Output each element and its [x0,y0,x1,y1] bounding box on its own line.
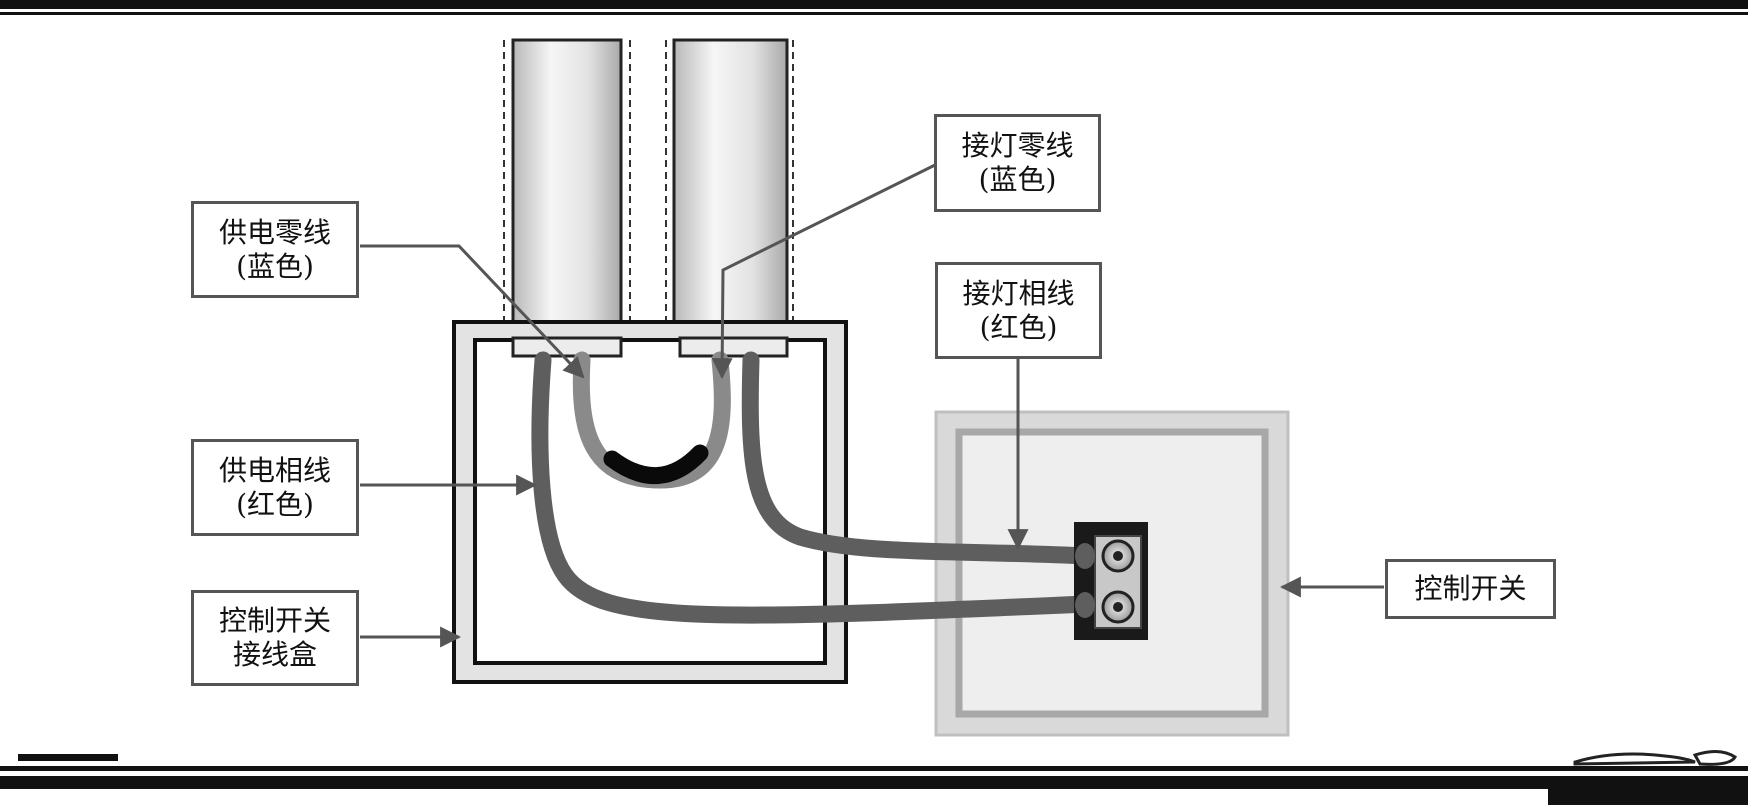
label-control-switch: 控制开关 [1385,559,1556,619]
label-supply-phase-line1: 供电相线 [218,453,331,487]
top-thick-rule [0,0,1748,9]
label-control-switch-line1: 控制开关 [1414,572,1527,605]
label-lamp-phase-line1: 接灯相线 [962,276,1075,310]
leader-lamp-neutral [711,163,936,380]
label-supply-neutral-line1: 供电零线 [218,215,331,249]
corner-scribble [1573,750,1737,766]
supply-phase-wire [531,351,1096,624]
leader-supply-neutral [360,244,585,379]
conduit-fitting-left [511,336,623,358]
conduit-pipe-right [665,38,794,324]
bottom-thin-rule [0,766,1748,771]
wire-end-bottom [1075,592,1095,618]
bottom-corner-block [1548,789,1748,805]
bottom-short-rule [18,754,118,761]
terminal-screw-top-icon [1101,539,1135,573]
conduit-fitting-right [678,336,789,358]
label-supply-phase-line2: (红色) [236,487,314,521]
junction-box [452,320,848,684]
label-supply-neutral-line2: (蓝色) [236,249,314,283]
bottom-thick-rule [0,776,1748,789]
label-junction-box-line2: 接线盒 [232,638,317,671]
label-supply-neutral: 供电零线 (蓝色) [191,201,359,298]
label-junction-box: 控制开关 接线盒 [191,590,359,686]
label-supply-phase: 供电相线 (红色) [191,439,359,536]
conduit-pipe-left [503,38,631,324]
wire-end-top [1075,543,1095,569]
label-lamp-phase: 接灯相线 (红色) [935,262,1102,359]
terminal-block [1074,522,1148,640]
leader-lines [360,163,1384,648]
label-lamp-neutral-line1: 接灯零线 [961,129,1074,162]
label-junction-box-line1: 控制开关 [218,604,331,637]
label-lamp-neutral: 接灯零线 (蓝色) [934,114,1101,212]
lamp-phase-wire [741,351,1096,565]
label-lamp-neutral-line2: (蓝色) [978,163,1057,196]
conduit-pipes [503,38,794,324]
terminal-screw-bottom-icon [1101,590,1135,624]
neutral-splice [603,444,709,485]
top-thin-rule [0,12,1748,15]
wires [531,351,1096,624]
label-lamp-phase-line2: (红色) [979,310,1058,344]
